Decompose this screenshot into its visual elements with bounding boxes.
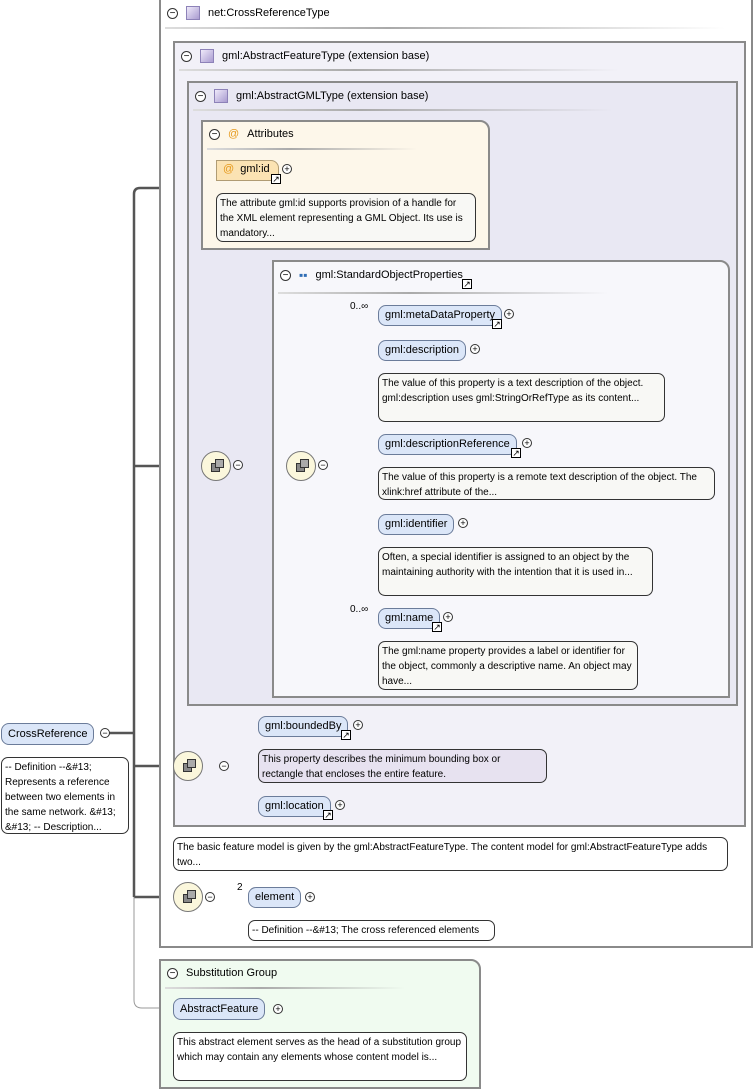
- element-description-text: This property describes the minimum boun…: [258, 749, 547, 783]
- element-element[interactable]: element: [248, 887, 302, 908]
- expand-icon[interactable]: +: [353, 720, 363, 730]
- expand-icon[interactable]: +: [470, 344, 480, 354]
- divider: [278, 292, 608, 294]
- complex-type-icon: [214, 89, 228, 103]
- reference-arrow-icon[interactable]: ↗: [341, 730, 351, 740]
- attributes-title: Attributes: [247, 128, 294, 140]
- expand-icon[interactable]: +: [458, 518, 468, 528]
- collapse-icon[interactable]: −: [181, 50, 192, 62]
- element-metadataproperty[interactable]: gml:metaDataProperty: [378, 305, 503, 326]
- element-description[interactable]: gml:description: [378, 340, 466, 361]
- collapse-icon[interactable]: −: [100, 728, 110, 738]
- expand-icon[interactable]: +: [273, 1004, 283, 1014]
- expand-icon[interactable]: +: [305, 892, 315, 902]
- reference-arrow-icon[interactable]: ↗: [271, 174, 281, 184]
- element-description-text: Often, a special identifier is assigned …: [378, 547, 653, 596]
- expand-icon[interactable]: +: [504, 309, 514, 319]
- reference-arrow-icon[interactable]: ↗: [492, 319, 502, 329]
- divider: [165, 27, 725, 29]
- sequence-compositor-icon[interactable]: [173, 882, 203, 912]
- type-title: gml:AbstractGMLType (extension base): [236, 90, 429, 102]
- element-description-text: The value of this property is a remote t…: [378, 467, 715, 500]
- attribute-icon: @: [228, 128, 240, 140]
- attribute-gml-id[interactable]: @ gml:id: [216, 160, 279, 181]
- reference-arrow-icon[interactable]: ↗: [462, 279, 472, 289]
- substitution-title: Substitution Group: [186, 967, 278, 979]
- divider: [207, 148, 417, 150]
- feature-type-description: The basic feature model is given by the …: [173, 837, 728, 871]
- sequence-compositor-icon[interactable]: [201, 451, 231, 481]
- collapse-icon[interactable]: −: [318, 460, 328, 470]
- reference-arrow-icon[interactable]: ↗: [323, 810, 333, 820]
- complex-type-icon: [200, 49, 214, 63]
- expand-icon[interactable]: +: [522, 438, 532, 448]
- attribute-label: gml:id: [240, 163, 270, 175]
- expand-icon[interactable]: +: [335, 800, 345, 810]
- element-identifier[interactable]: gml:identifier: [378, 514, 455, 535]
- element-description-text: The value of this property is a text des…: [378, 373, 665, 422]
- collapse-icon[interactable]: −: [167, 967, 178, 979]
- group-title: gml:StandardObjectProperties: [315, 269, 463, 281]
- element-description-text: The gml:name property provides a label o…: [378, 641, 638, 690]
- collapse-icon[interactable]: −: [205, 892, 215, 902]
- expand-icon[interactable]: +: [282, 164, 292, 174]
- element-descriptionreference[interactable]: gml:descriptionReference: [378, 434, 517, 455]
- complex-type-icon: [186, 6, 200, 20]
- element-location[interactable]: gml:location: [258, 796, 331, 817]
- occurrence-label: 0..∞: [350, 604, 369, 615]
- collapse-icon[interactable]: −: [280, 269, 291, 281]
- root-description: -- Definition --&#13; Represents a refer…: [1, 757, 129, 834]
- collapse-icon[interactable]: −: [167, 7, 178, 19]
- collapse-icon[interactable]: −: [219, 761, 229, 771]
- element-name[interactable]: gml:name: [378, 608, 441, 629]
- element-description-text: -- Definition --&#13; The cross referenc…: [248, 920, 495, 941]
- occurrence-label: 2: [237, 882, 243, 893]
- root-element-crossreference[interactable]: CrossReference: [1, 723, 95, 745]
- divider: [193, 109, 613, 111]
- collapse-icon[interactable]: −: [209, 128, 220, 140]
- attribute-description: The attribute gml:id supports provision …: [216, 193, 476, 242]
- divider: [165, 987, 405, 989]
- sequence-compositor-icon[interactable]: [286, 451, 316, 481]
- type-title: net:CrossReferenceType: [208, 7, 330, 19]
- reference-arrow-icon[interactable]: ↗: [432, 622, 442, 632]
- collapse-icon[interactable]: −: [195, 90, 206, 102]
- element-abstractfeature[interactable]: AbstractFeature: [173, 998, 266, 1020]
- sequence-compositor-icon[interactable]: [173, 751, 203, 781]
- divider: [179, 69, 619, 71]
- substitution-description: This abstract element serves as the head…: [173, 1032, 467, 1081]
- type-title: gml:AbstractFeatureType (extension base): [222, 50, 430, 62]
- occurrence-label: 0..∞: [350, 301, 369, 312]
- expand-icon[interactable]: +: [443, 612, 453, 622]
- element-boundedby[interactable]: gml:boundedBy: [258, 716, 349, 737]
- collapse-icon[interactable]: −: [233, 460, 243, 470]
- reference-arrow-icon[interactable]: ↗: [511, 448, 521, 458]
- group-icon: ▪▪: [299, 268, 308, 282]
